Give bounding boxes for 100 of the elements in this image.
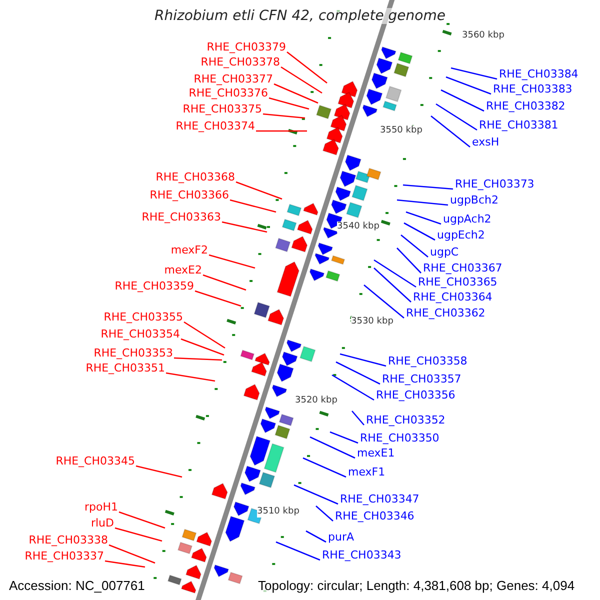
leader-line xyxy=(446,76,492,95)
gene-label: mexE1 xyxy=(357,446,395,460)
gene-label: RHE_CH03377 xyxy=(194,72,273,86)
gene-label: RHE_CH03381 xyxy=(479,118,558,132)
gene-label: RHE_CH03363 xyxy=(142,210,221,224)
leader-line xyxy=(294,484,338,505)
gene-label: RHE_CH03379 xyxy=(206,40,286,54)
gene-label: RHE_CH03375 xyxy=(182,102,262,116)
scale-label: 3550 kbp xyxy=(380,126,422,136)
gene-label: RHE_CH03368 xyxy=(156,170,235,184)
gene-label: RHE_CH03359 xyxy=(114,280,194,292)
gene-label: RHE_CH03346 xyxy=(335,510,414,522)
gene-label: RHE_CH03353 xyxy=(94,346,173,360)
leader-line xyxy=(256,130,307,132)
leader-line xyxy=(310,436,356,459)
gene-label: RHE_CH03350 xyxy=(360,432,440,444)
leader-line xyxy=(136,465,182,478)
leader-line xyxy=(166,372,216,382)
gene-label: RHE_CH03382 xyxy=(486,100,566,112)
gene-label: exsH xyxy=(472,136,500,148)
gene-label: mexF1 xyxy=(348,466,386,478)
leader-line xyxy=(208,254,256,269)
gene-label: mexE2 xyxy=(164,264,202,276)
leader-line xyxy=(236,181,282,200)
gene-label: RHE_CH03343 xyxy=(322,548,402,562)
leader-line xyxy=(230,199,276,213)
gene-label: RHE_CH03352 xyxy=(366,414,446,426)
leader-line xyxy=(222,221,268,233)
gene-label: ugpBch2 xyxy=(450,194,499,206)
leader-line xyxy=(174,357,222,361)
gene-label: RHE_CH03366 xyxy=(150,188,229,202)
scale-label: 3510 kbp xyxy=(257,506,300,518)
leader-line xyxy=(286,51,328,84)
leader-line xyxy=(430,116,470,148)
gene-label: RHE_CH03354 xyxy=(100,328,180,340)
leader-line xyxy=(352,410,364,426)
scale-label: 3540 kbp xyxy=(337,222,380,232)
leader-line xyxy=(364,284,404,318)
leader-line xyxy=(108,544,156,564)
gene-label: RHE_CH03357 xyxy=(382,372,462,386)
gene-label: RHE_CH03355 xyxy=(104,310,183,324)
leader-line xyxy=(280,66,322,94)
leader-line xyxy=(404,222,436,241)
gene-label: RHE_CH03351 xyxy=(86,362,165,374)
gene-label: ugpAch2 xyxy=(443,212,492,226)
leader-line xyxy=(268,97,310,110)
scale-label: 3520 kbp xyxy=(295,396,338,406)
gene-label: RHE_CH03383 xyxy=(493,82,572,96)
scale-label: 3530 kbp xyxy=(351,316,394,328)
gene-label: RHE_CH03374 xyxy=(176,120,255,132)
leader-line xyxy=(118,511,166,529)
leader-line xyxy=(274,83,318,104)
leader-line xyxy=(436,103,478,131)
leader-line xyxy=(104,560,146,568)
leader-line xyxy=(330,431,358,444)
leader-line xyxy=(396,248,422,274)
gene-label: RHE_CH03365 xyxy=(418,276,498,288)
leader-line xyxy=(302,457,346,478)
leader-line xyxy=(276,541,320,561)
gene-label: rluD xyxy=(90,516,114,530)
leader-line xyxy=(406,211,442,225)
leader-line xyxy=(374,268,412,302)
leader-line xyxy=(402,184,454,190)
leader-line xyxy=(194,290,242,307)
gene-label: RHE_CH03358 xyxy=(388,354,468,368)
leader-line xyxy=(332,374,374,401)
gene-label: RHE_CH03378 xyxy=(200,56,280,68)
leader-line xyxy=(180,338,224,356)
leader-line xyxy=(340,353,386,367)
leader-line xyxy=(336,361,380,385)
scale-label: 3560 kbp xyxy=(462,30,504,42)
accession-text: Accession: NC_007761 xyxy=(9,578,145,593)
gene-label: ugpC xyxy=(430,246,459,258)
gene-label: RHE_CH03367 xyxy=(423,262,502,274)
leader-line xyxy=(374,259,416,288)
topology-text: Topology: circular; Length: 4,381,608 bp; Genes: 4,094 xyxy=(258,578,575,593)
leader-line xyxy=(114,527,162,542)
leader-line xyxy=(450,67,498,80)
gene-label: RHE_CH03345 xyxy=(56,454,135,468)
gene-label: RHE_CH03338 xyxy=(28,534,108,546)
gene-label: RHE_CH03356 xyxy=(376,388,456,402)
leader-line xyxy=(396,199,448,206)
gene-label: RHE_CH03362 xyxy=(406,306,486,320)
heading: Rhizobium etli CFN 42, complete genome xyxy=(154,8,446,24)
leader-line xyxy=(184,321,226,349)
gene-label: RHE_CH03376 xyxy=(188,86,268,100)
leader-line xyxy=(400,234,428,258)
gene-label: ugpEch2 xyxy=(437,228,485,242)
gene-label: RHE_CH03384 xyxy=(499,68,578,80)
leader-line xyxy=(262,113,306,119)
gene-label: purA xyxy=(328,530,354,544)
gene-label: RHE_CH03364 xyxy=(413,290,492,304)
leader-line xyxy=(316,506,334,522)
leader-line xyxy=(306,530,326,543)
gene-label: RHE_CH03347 xyxy=(340,492,420,506)
gene-label: mexF2 xyxy=(170,244,208,256)
gene-label: rpoH1 xyxy=(84,500,118,514)
leader-line xyxy=(202,274,246,291)
leader-line xyxy=(440,89,484,112)
gene-label: RHE_CH03337 xyxy=(24,550,104,562)
